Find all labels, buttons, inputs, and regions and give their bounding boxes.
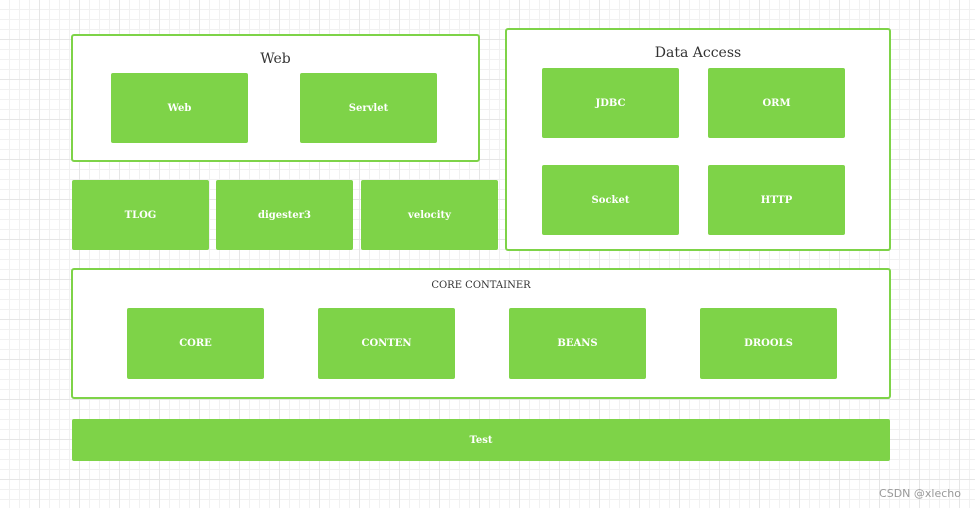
tlog-box: TLOG (72, 180, 209, 250)
orm-box: ORM (708, 68, 845, 138)
web-box: Web (111, 73, 248, 143)
digester3-box: digester3 (216, 180, 353, 250)
test-bar: Test (72, 419, 890, 461)
data-access-group-title: Data Access (654, 45, 742, 61)
data-access-group: Data Access JDBC ORM Socket HTTP (505, 28, 891, 251)
servlet-box: Servlet (300, 73, 437, 143)
web-group: Web Web Servlet (71, 34, 480, 162)
core-container-title: CORE CONTAINER (431, 280, 531, 291)
core-box: CORE (127, 308, 264, 379)
watermark: CSDN @xlecho (879, 487, 961, 500)
socket-box: Socket (542, 165, 679, 235)
http-box: HTTP (708, 165, 845, 235)
beans-box: BEANS (509, 308, 646, 379)
web-group-title: Web (260, 51, 291, 67)
core-container-group: CORE CONTAINER CORE CONTEN BEANS DROOLS (71, 268, 891, 399)
velocity-box: velocity (361, 180, 498, 250)
jdbc-box: JDBC (542, 68, 679, 138)
conten-box: CONTEN (318, 308, 455, 379)
drools-box: DROOLS (700, 308, 837, 379)
